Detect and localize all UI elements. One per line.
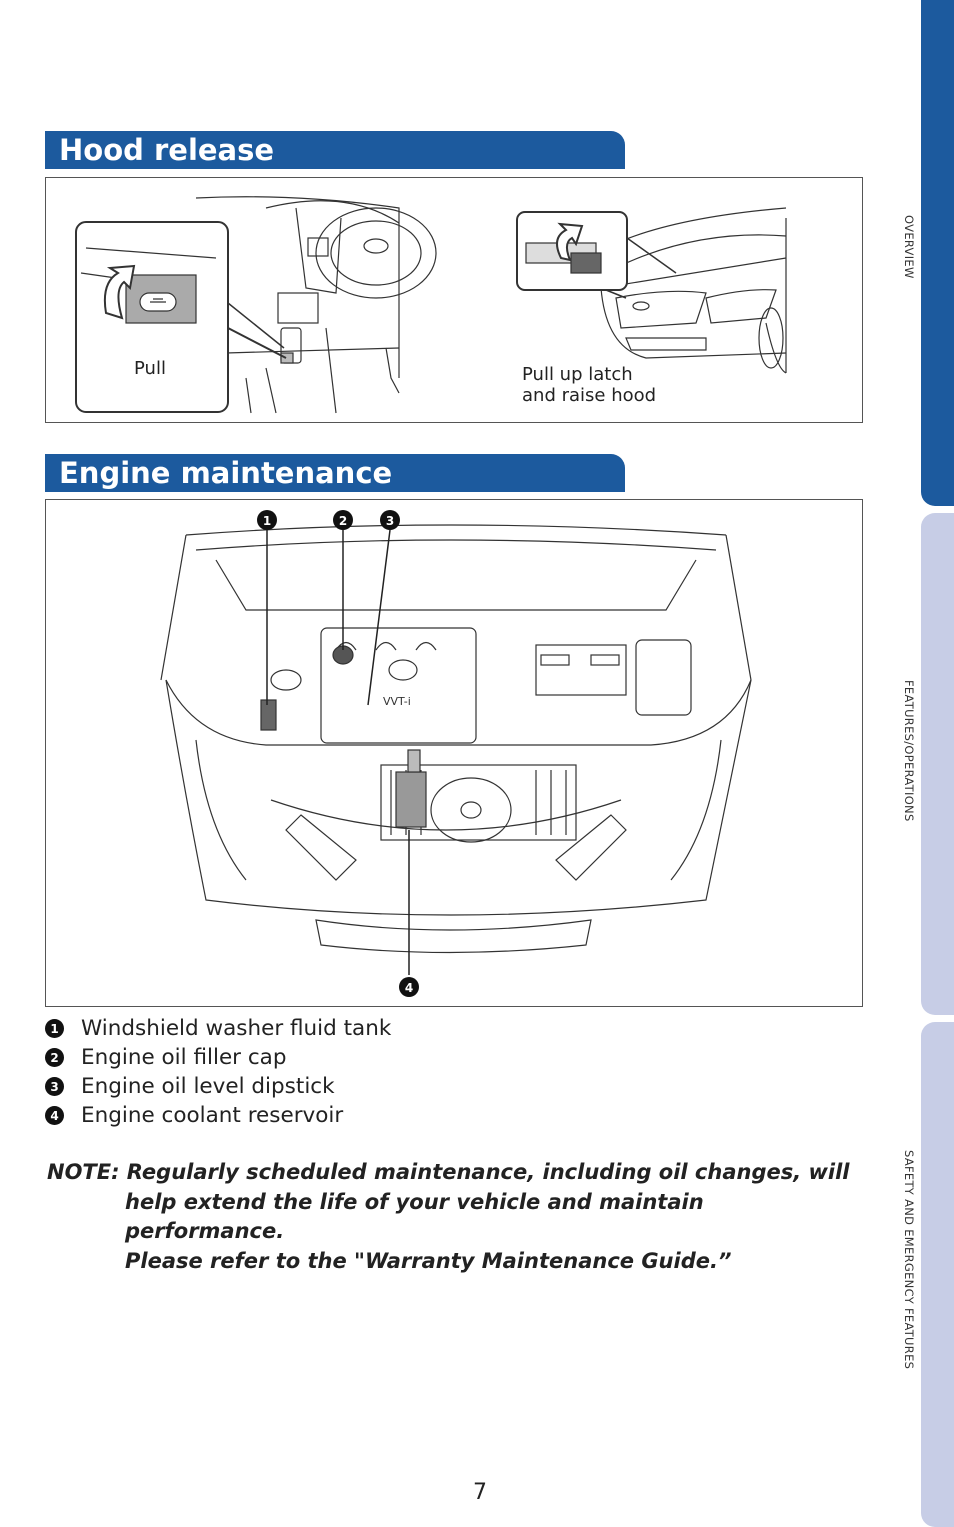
hood-release-illustration bbox=[75, 196, 787, 414]
legend-number: 1 bbox=[45, 1019, 64, 1038]
svg-text:3: 3 bbox=[386, 514, 394, 528]
engine-maintenance-legend: 1 Windshield washer fluid tank 2 Engine … bbox=[45, 1014, 391, 1130]
maintenance-note: NOTE: Regularly scheduled maintenance, i… bbox=[47, 1158, 867, 1276]
tab-label-overview: OVERVIEW bbox=[902, 215, 916, 279]
callout-1: 1 bbox=[257, 510, 277, 530]
page-number: 7 bbox=[473, 1480, 487, 1505]
legend-item: 2 Engine oil filler cap bbox=[45, 1043, 391, 1072]
legend-label: Windshield washer fluid tank bbox=[81, 1016, 392, 1041]
legend-number: 4 bbox=[45, 1106, 64, 1125]
svg-text:4: 4 bbox=[405, 981, 413, 995]
legend-number: 2 bbox=[45, 1048, 64, 1067]
engine-maintenance-heading: Engine maintenance bbox=[45, 454, 625, 492]
callout-4: 4 bbox=[399, 977, 419, 997]
tab-features-operations[interactable] bbox=[921, 513, 954, 1015]
tab-overview[interactable] bbox=[921, 0, 954, 506]
note-line-3: Please refer to the "Warranty Maintenanc… bbox=[125, 1248, 732, 1273]
tab-label-features-operations: FEATURES/OPERATIONS bbox=[902, 680, 916, 822]
legend-item: 4 Engine coolant reservoir bbox=[45, 1101, 391, 1130]
engine-maintenance-figure: 1 2 3 4 VVT-i bbox=[45, 499, 863, 1007]
svg-text:1: 1 bbox=[263, 514, 271, 528]
engine-bay-illustration: 1 2 3 4 VVT-i bbox=[160, 510, 752, 997]
callout-3: 3 bbox=[380, 510, 400, 530]
tab-safety-emergency[interactable] bbox=[921, 1022, 954, 1527]
legend-item: 1 Windshield washer fluid tank bbox=[45, 1014, 391, 1043]
hood-release-heading: Hood release bbox=[45, 131, 625, 169]
hood-release-figure: Pull Pull up latch and raise hood bbox=[45, 177, 863, 423]
hood-release-caption-latch: Pull up latch and raise hood bbox=[522, 364, 657, 406]
tab-label-safety-emergency: SAFETY AND EMERGENCY FEATURES bbox=[902, 1150, 916, 1370]
svg-text:2: 2 bbox=[339, 514, 347, 528]
legend-number: 3 bbox=[45, 1077, 64, 1096]
note-line-1: NOTE: Regularly scheduled maintenance, i… bbox=[47, 1160, 850, 1184]
legend-label: Engine oil level dipstick bbox=[81, 1074, 335, 1099]
hood-release-caption-pull: Pull bbox=[134, 358, 166, 379]
legend-label: Engine oil filler cap bbox=[81, 1045, 287, 1070]
legend-label: Engine coolant reservoir bbox=[81, 1103, 344, 1128]
callout-2: 2 bbox=[333, 510, 353, 530]
note-line-2: help extend the life of your vehicle and… bbox=[125, 1189, 704, 1244]
legend-item: 3 Engine oil level dipstick bbox=[45, 1072, 391, 1101]
engine-badge: VVT-i bbox=[383, 695, 411, 708]
